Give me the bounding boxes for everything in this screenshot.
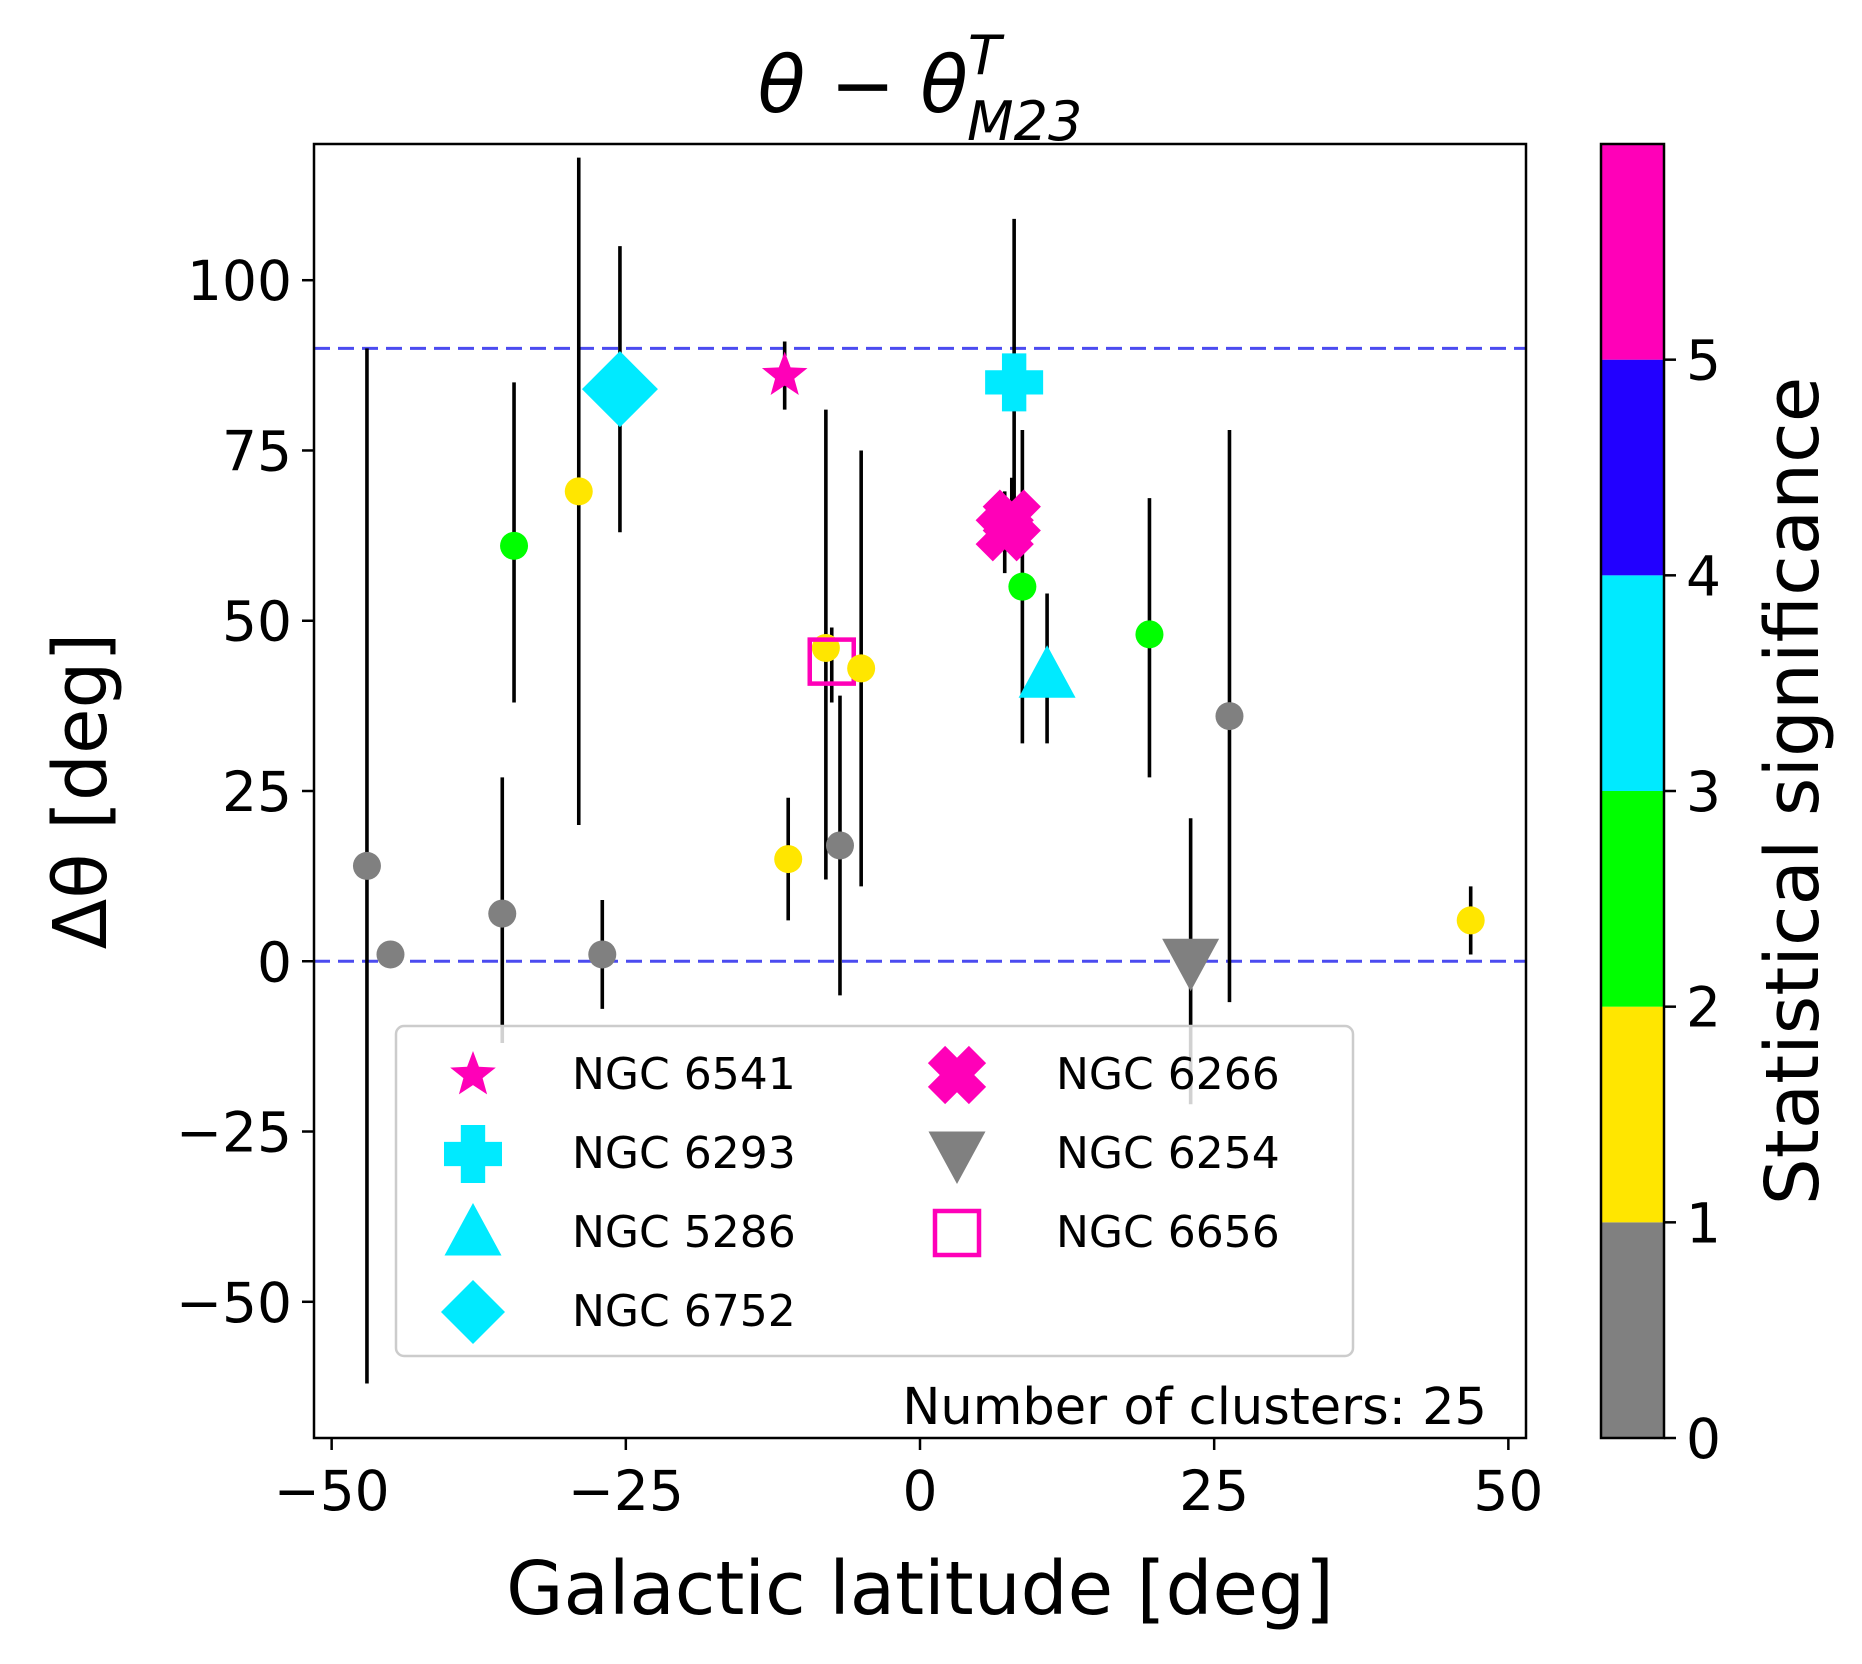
data-point-2 <box>488 899 517 928</box>
legend-label-6: NGC 6656 <box>1056 1207 1280 1258</box>
data-point-5 <box>588 940 617 969</box>
colorbar-label: Statistical significance <box>1750 377 1836 1205</box>
legend-label-0: NGC 6541 <box>572 1049 796 1100</box>
y-tick-label-5: 75 <box>222 419 292 483</box>
colorbar-tick-label-5: 5 <box>1686 329 1721 393</box>
legend-marker-3 <box>441 1280 505 1344</box>
data-point-18 <box>1135 620 1164 649</box>
y-axis-label: Δθ [deg] <box>38 633 124 950</box>
colorbar-tick-label-1: 1 <box>1686 1191 1721 1255</box>
clusters-count-annotation: Number of clusters: 25 <box>902 1378 1487 1437</box>
data-point-12 <box>847 654 876 683</box>
data-point-8 <box>774 845 803 874</box>
y-tick-label-6: 100 <box>187 249 292 313</box>
x-tick-label-1: −25 <box>568 1459 684 1523</box>
legend-marker-5 <box>928 1131 986 1184</box>
data-point-20 <box>1215 702 1244 731</box>
y-tick-label-2: 0 <box>257 930 292 994</box>
legend-box <box>394 1024 1355 1358</box>
colorbar-bin-0 <box>1601 1222 1664 1438</box>
data-point-19 <box>1162 938 1220 992</box>
data-point-6 <box>581 351 658 428</box>
legend-label-4: NGC 6266 <box>1056 1049 1280 1100</box>
data-point-0 <box>352 851 381 880</box>
data-point-4 <box>564 477 593 506</box>
legend-label-3: NGC 6752 <box>572 1286 796 1337</box>
data-point-11 <box>825 831 854 860</box>
colorbar-tick-label-2: 2 <box>1686 976 1721 1040</box>
colorbar-tick-label-4: 4 <box>1686 544 1721 608</box>
legend-label-5: NGC 6254 <box>1056 1128 1280 1179</box>
data-point-15 <box>985 353 1044 412</box>
legend-marker-1 <box>444 1125 502 1183</box>
y-tick-label-0: −50 <box>176 1271 292 1335</box>
x-tick-label-3: 25 <box>1179 1459 1249 1523</box>
y-tick-label-3: 25 <box>222 760 292 824</box>
y-tick-label-4: 50 <box>222 590 292 654</box>
legend-label-2: NGC 5286 <box>572 1207 796 1258</box>
x-tick-label-4: 50 <box>1473 1459 1543 1523</box>
colorbar-bin-4 <box>1601 359 1664 576</box>
data-point-16 <box>1008 572 1037 601</box>
data-point-1 <box>376 940 405 969</box>
legend-label-1: NGC 6293 <box>572 1128 796 1179</box>
legend-marker-6 <box>932 1208 982 1258</box>
y-tick-label-1: −25 <box>176 1101 292 1165</box>
legend-marker-2 <box>444 1203 502 1256</box>
colorbar-bin-2 <box>1601 791 1664 1007</box>
data-point-14 <box>982 489 1041 548</box>
x-axis-label: Galactic latitude [deg] <box>506 1546 1334 1632</box>
legend-marker-4 <box>927 1045 987 1105</box>
data-point-21 <box>1456 906 1485 935</box>
colorbar-bin-3 <box>1601 575 1664 791</box>
data-point-17 <box>1018 645 1076 698</box>
data-point-7 <box>761 351 808 395</box>
legend-marker-0 <box>450 1051 496 1095</box>
x-tick-label-0: −50 <box>274 1459 390 1523</box>
legend-marker-4-shape <box>927 1045 987 1105</box>
colorbar-tick-label-0: 0 <box>1686 1407 1721 1471</box>
colorbar-bin-5 <box>1601 144 1664 360</box>
x-tick-label-2: 0 <box>903 1459 938 1523</box>
colorbar-tick-label-3: 3 <box>1686 760 1721 824</box>
data-point-14-shape <box>982 489 1041 548</box>
colorbar-bin-1 <box>1601 1006 1664 1223</box>
data-point-3 <box>500 531 529 560</box>
